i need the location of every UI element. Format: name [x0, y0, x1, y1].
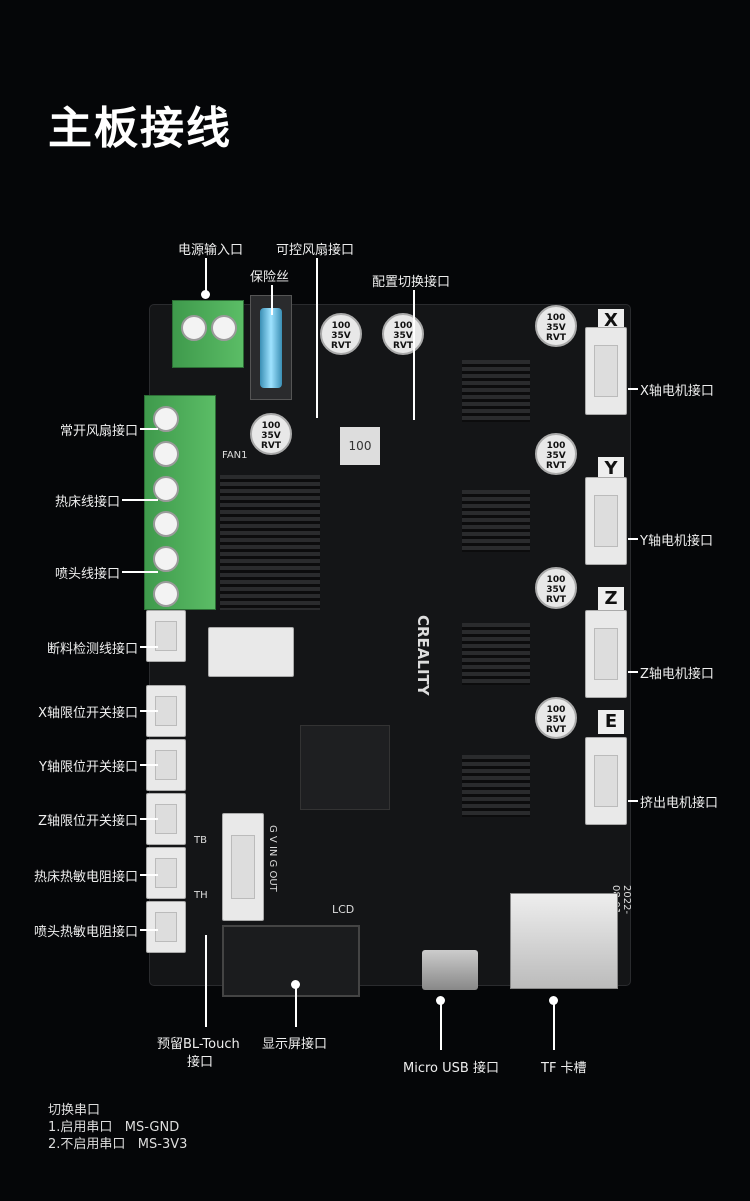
- notes-heading: 切换串口: [48, 1103, 101, 1118]
- filament-sensor-label: 断料检测线接口: [46, 642, 138, 657]
- z-silk: Z: [598, 587, 624, 611]
- e-silk: E: [598, 710, 624, 734]
- x-limit-label: X轴限位开关接口: [38, 706, 138, 721]
- inductor: 100: [340, 427, 380, 465]
- mcu-chip: [300, 725, 390, 810]
- driver-heatsink-x: [462, 360, 530, 422]
- e-motor-connector: [585, 737, 627, 825]
- bltouch-label-2: 接口: [187, 1055, 214, 1070]
- y-limit-label: Y轴限位开关接口: [39, 760, 138, 775]
- lcd-silk: LCD: [332, 903, 355, 916]
- nozzle-thermistor-connector: [146, 901, 186, 953]
- power-input-terminal: [172, 300, 244, 368]
- tf-card-slot: [510, 893, 618, 989]
- bltouch-pins-silk: G V IN G OUT: [267, 825, 278, 892]
- power-input-label: 电源输入口: [178, 243, 244, 258]
- driver-heatsink-e: [462, 755, 530, 817]
- notes-line-2: 2.不启用串口 MS-3V3: [48, 1137, 188, 1152]
- hotbed-thermistor-label: 热床热敏电阻接口: [33, 870, 138, 885]
- tf-slot-label: TF 卡槽: [541, 1061, 587, 1076]
- fuse-label: 保险丝: [250, 270, 290, 285]
- hotbed-thermistor-connector: [146, 847, 186, 899]
- micro-usb-label: Micro USB 接口: [403, 1061, 499, 1076]
- serial-switch-notes: 切换串口 1.启用串口 MS-GND 2.不启用串口 MS-3V3: [48, 1102, 187, 1153]
- y-motor-connector: [585, 477, 627, 565]
- z-motor-label: Z轴电机接口: [640, 667, 714, 682]
- driver-heatsink-y: [462, 490, 530, 552]
- x-motor-connector: [585, 327, 627, 415]
- brand-silk: CREALITY: [414, 615, 432, 696]
- always-on-fan-label: 常开风扇接口: [59, 424, 138, 439]
- heatsink: [220, 475, 320, 610]
- filament-sensor-connector: [146, 610, 186, 662]
- th-silk: TH: [194, 890, 208, 901]
- z-limit-label: Z轴限位开关接口: [38, 814, 138, 829]
- driver-heatsink-z: [462, 623, 530, 685]
- bltouch-label: 预留BL-Touch: [157, 1037, 240, 1052]
- x-motor-label: X轴电机接口: [640, 384, 714, 399]
- display-label: 显示屏接口: [262, 1037, 328, 1052]
- fan-connectors: [208, 627, 294, 677]
- bltouch-connector: [222, 813, 264, 921]
- controlled-fan-label: 可控风扇接口: [276, 243, 355, 258]
- e-motor-label: 挤出电机接口: [640, 796, 719, 811]
- tb-silk: TB: [194, 835, 207, 846]
- notes-line-1: 1.启用串口 MS-GND: [48, 1120, 180, 1135]
- config-switch-label: 配置切换接口: [372, 275, 451, 290]
- nozzle-line-label: 喷头线接口: [54, 567, 120, 582]
- y-motor-label: Y轴电机接口: [640, 534, 713, 549]
- micro-usb-port: [422, 950, 478, 990]
- page-title: 主板接线: [48, 103, 232, 154]
- nozzle-thermistor-label: 喷头热敏电阻接口: [33, 925, 138, 940]
- hotbed-line-label: 热床线接口: [54, 495, 120, 510]
- fan1-silk: FAN1: [222, 450, 248, 461]
- z-motor-connector: [585, 610, 627, 698]
- fan-bed-nozzle-terminal: [144, 395, 216, 610]
